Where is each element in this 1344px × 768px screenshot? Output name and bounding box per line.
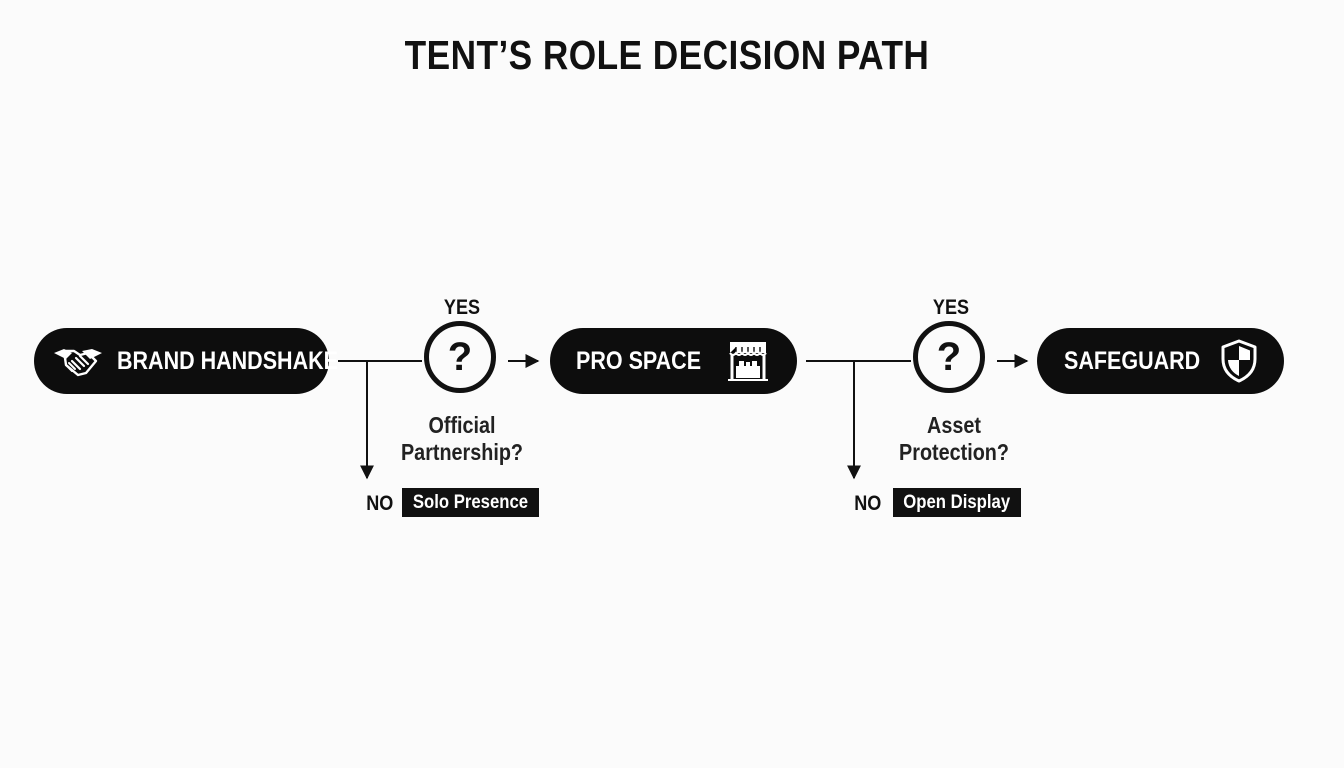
decision-1-question-line-1: Official — [428, 412, 496, 438]
decision-2-yes-label: YES — [932, 296, 970, 319]
decision-1-question: Official Partnership? — [376, 412, 548, 466]
decision-1-node: ? — [424, 321, 496, 393]
node-brand-handshake: BRAND HANDSHAKE — [34, 328, 338, 394]
decision-2-node: ? — [913, 321, 985, 393]
diagram-title: TENT’S ROLE DECISION PATH — [404, 32, 930, 78]
node-safeguard: SAFEGUARD — [1037, 328, 1284, 394]
node-pro-space-label: PRO SPACE — [576, 347, 702, 375]
node-pro-space: PRO SPACE — [550, 328, 797, 394]
decision-1-question-line-2: Partnership? — [400, 439, 524, 465]
decision-2-question-line-2: Protection? — [899, 439, 1009, 465]
node-brand-handshake-label: BRAND HANDSHAKE — [117, 347, 338, 375]
decision-1-yes-label: YES — [443, 296, 481, 319]
shield-icon — [1217, 328, 1261, 394]
decision-2-no-label: NO — [854, 492, 882, 515]
decision-1-no-outcome-label: Solo Presence — [412, 492, 529, 513]
decision-2-no-outcome: Open Display — [893, 488, 1021, 517]
handshake-icon — [50, 328, 106, 394]
decision-1-no-label: NO — [366, 492, 394, 515]
decision-1-no-outcome: Solo Presence — [402, 488, 539, 517]
decision-2-no-outcome-label: Open Display — [903, 492, 1011, 513]
decision-2-question: Asset Protection? — [868, 412, 1040, 466]
market-stall-icon — [724, 328, 772, 394]
decision-2-question-line-1: Asset — [927, 412, 981, 438]
node-safeguard-label: SAFEGUARD — [1064, 347, 1201, 375]
